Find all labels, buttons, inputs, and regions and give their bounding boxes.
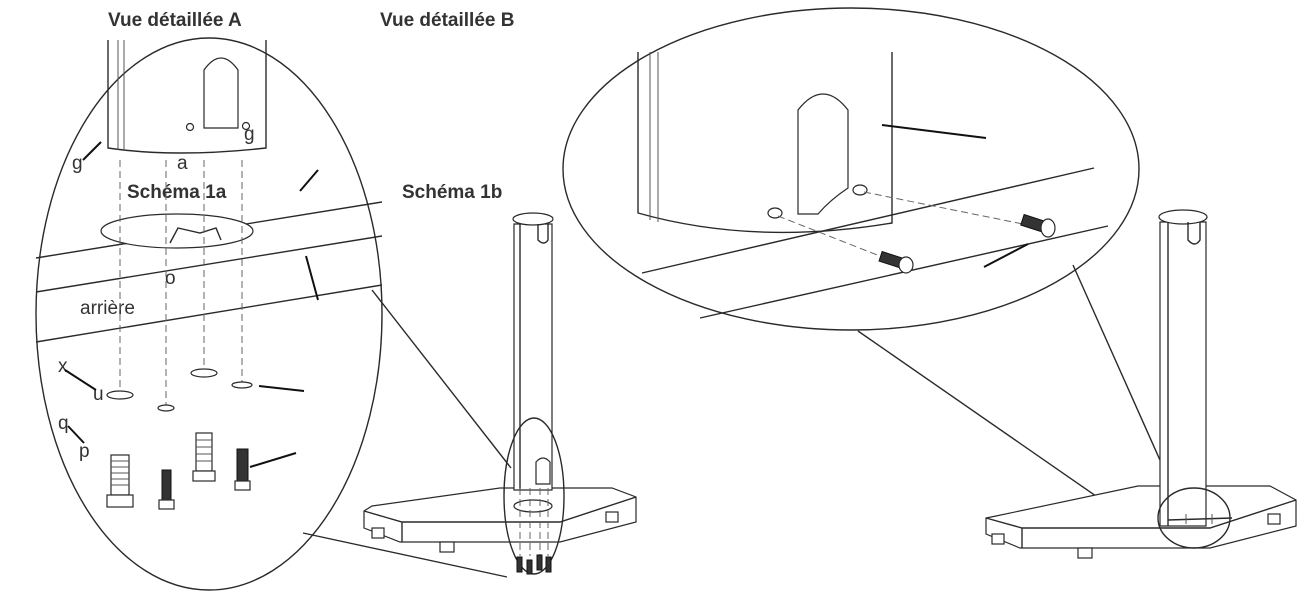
washer-u (106, 390, 134, 400)
post-body-b (637, 52, 893, 234)
screw-b-1 (878, 250, 914, 274)
bolt-threaded (192, 432, 216, 482)
detail-a-magnifier-circle (35, 37, 383, 591)
schema-1a-label: Schéma 1a (127, 182, 227, 203)
stand-right-base (985, 485, 1297, 549)
stand-1b-base (363, 487, 637, 543)
part-label-g-left: g (72, 153, 83, 174)
part-label-arriere: arrière (80, 298, 135, 319)
screw-b-2 (1020, 213, 1056, 238)
bolt-black-small (158, 469, 175, 510)
part-label-g-right: g (244, 124, 255, 145)
stand-1b (363, 212, 637, 575)
post-body-a (107, 40, 267, 154)
washer-medium (231, 381, 253, 389)
bolt-black-large (234, 448, 251, 491)
detail-view-b (562, 7, 1140, 331)
schema-1b-label: Schéma 1b (402, 182, 503, 203)
stand-detail-b (985, 209, 1297, 559)
detail-b-magnifier-circle (562, 7, 1140, 331)
stand-right-post (1159, 221, 1207, 527)
detail-view-b-title: Vue détaillée B (380, 10, 515, 31)
detail-view-a-title: Vue détaillée A (108, 10, 242, 31)
bolt-p (106, 454, 134, 508)
post-slot-tab (203, 57, 239, 129)
base-b-edge (641, 167, 1095, 274)
part-label-p: p (79, 441, 90, 462)
part-label-a: a (177, 153, 188, 174)
part-label-q: q (58, 413, 69, 434)
part-label-o: o (165, 268, 176, 289)
part-label-u: u (93, 384, 104, 405)
detail-view-a (35, 37, 383, 591)
post-b-slot (797, 93, 849, 215)
washer-small (157, 404, 175, 412)
washer-large (190, 368, 218, 378)
stand-1b-magnifier (503, 417, 565, 575)
part-label-x: x (58, 356, 68, 377)
